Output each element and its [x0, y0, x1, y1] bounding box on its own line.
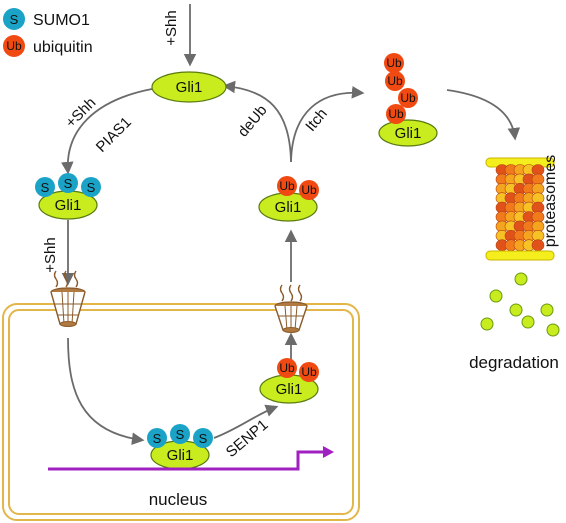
ub-symbol: Ub: [301, 183, 317, 197]
gli1-cytoplasm-top: Gli1: [151, 71, 227, 103]
degradation-fragments: [480, 272, 560, 337]
ubiquitin-icon: [277, 358, 297, 378]
sumo-icon: [81, 177, 101, 197]
sumo-icon: [58, 173, 78, 193]
ubiquitin-legend-symbol: Ub: [6, 39, 22, 53]
ub-symbol: Ub: [386, 56, 402, 70]
ub-symbol: Ub: [400, 91, 416, 105]
nucleus: [2, 303, 360, 521]
proteasome-cap-bottom: [485, 250, 555, 261]
gli1-label: Gli1: [167, 447, 194, 464]
shh-mid-label: +Shh: [42, 237, 59, 272]
ubiquitin-legend-label: ubiquitin: [33, 39, 93, 56]
itch-label: Itch: [302, 105, 331, 134]
ubiquitin-legend-icon: [3, 35, 25, 57]
gli1-label: Gli1: [275, 199, 302, 216]
ubiquitin-icon: [386, 104, 406, 124]
sumo-icon: [193, 428, 213, 448]
arrow-senp1: [213, 404, 279, 439]
ubiquitin-icon: [385, 71, 405, 91]
sumo-symbol: S: [64, 176, 73, 191]
ub-symbol: Ub: [279, 361, 295, 375]
ubiquitin-icon: [299, 180, 319, 200]
sumo-legend-label: SUMO1: [33, 12, 90, 29]
ub-symbol: Ub: [388, 107, 404, 121]
pias1-label: PIAS1: [93, 114, 135, 156]
sumo-icon: [147, 428, 167, 448]
arrow-into-nucleus: [67, 337, 145, 445]
nuclear-pore-left: [50, 270, 86, 327]
arrows: [61, 4, 521, 445]
ubiquitin-icon: [299, 362, 319, 382]
sumo-icon: [170, 424, 190, 444]
sumo-legend-icon: [3, 8, 25, 30]
ub-symbol: Ub: [387, 74, 403, 88]
gli1-label: Gli1: [276, 381, 303, 398]
shh-top-label: +Shh: [163, 10, 180, 45]
polyubiquitinated-gli1: Ub Ub Ub Ub Gli1: [378, 53, 438, 147]
degradation-label: degradation: [469, 353, 559, 372]
ubiquitin-icon: [398, 88, 418, 108]
deub-label: deUb: [235, 102, 271, 140]
proteasome: [485, 157, 555, 261]
ubiquitin-icon: [277, 176, 297, 196]
arrow-pias1: [61, 88, 153, 175]
senp1-label: SENP1: [223, 416, 272, 461]
proteasomes-label: proteasomes: [542, 155, 559, 248]
ub-symbol: Ub: [301, 365, 317, 379]
arrow-itch: [290, 86, 365, 163]
legend: S SUMO1 Ub ubiquitin: [3, 8, 93, 57]
sumo-symbol: S: [41, 180, 50, 195]
ubiquitinated-gli1-nucleus: Ub Ub Gli1: [259, 358, 319, 404]
sumo-legend-symbol: S: [10, 12, 19, 27]
ubiquitinated-gli1-cytoplasm: Ub Ub Gli1: [258, 176, 319, 222]
gli1-label: Gli1: [55, 197, 82, 214]
sumo-symbol: S: [153, 431, 162, 446]
nuclear-pore-right: [274, 284, 308, 333]
arrow-deub: [222, 80, 292, 163]
gene-promoter: [48, 446, 334, 471]
ub-symbol: Ub: [279, 179, 295, 193]
sumoylated-gli1-nucleus: S S S Gli1: [147, 424, 213, 470]
sumo-symbol: S: [199, 431, 208, 446]
nucleus-label: nucleus: [149, 490, 208, 509]
sumoylated-gli1-cytoplasm: S S S Gli1: [35, 173, 101, 220]
sumo-symbol: S: [176, 427, 185, 442]
sumo-icon: [35, 177, 55, 197]
ubiquitin-icon: [384, 53, 404, 73]
arrow-to-proteasome: [446, 89, 521, 141]
gli1-label: Gli1: [176, 79, 203, 96]
gli1-label: Gli1: [395, 125, 422, 142]
sumo-symbol: S: [87, 180, 96, 195]
